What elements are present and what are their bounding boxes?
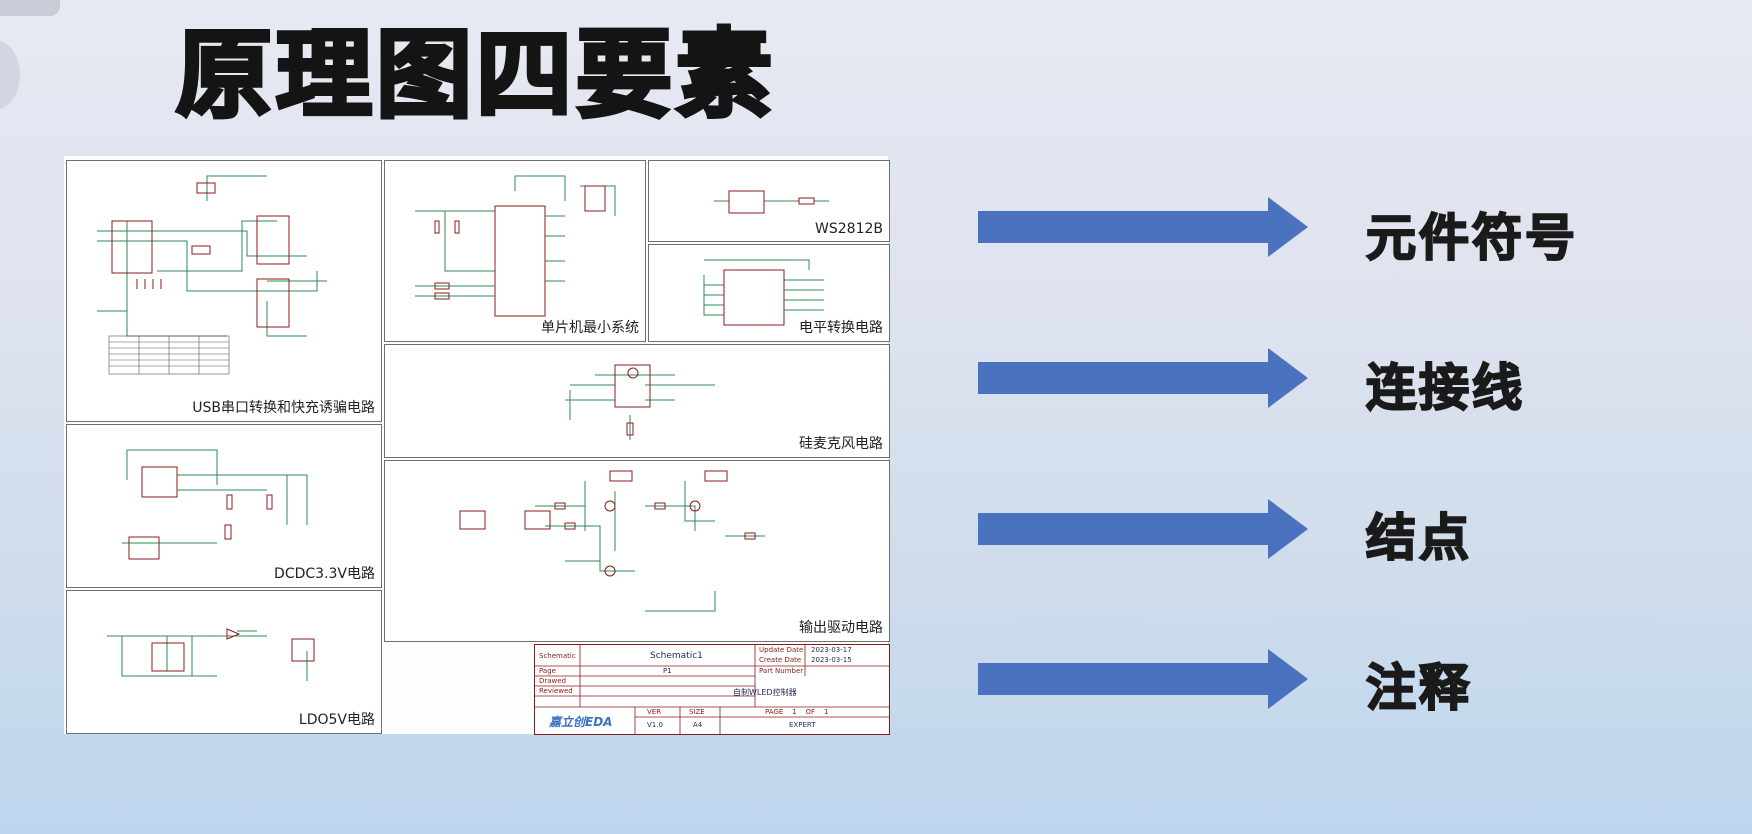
- panel-label-driver: 输出驱动电路: [799, 620, 883, 636]
- panel-usb: USB串口转换和快充诱骗电路: [66, 160, 382, 422]
- tb-ver-val: V1.0: [647, 721, 663, 729]
- tb-schematic-key: Schematic: [539, 652, 576, 660]
- ldo-circuit-drawing: [107, 628, 315, 681]
- panel-driver: 输出驱动电路: [384, 460, 890, 642]
- element-label-wire: 连接线: [1365, 358, 1525, 418]
- tb-drawed-key: Drawed: [539, 677, 567, 685]
- tb-ver-key: VER: [647, 708, 662, 716]
- panel-label-ws2812b: WS2812B: [815, 221, 883, 237]
- tb-create-val: 2023-03-15: [811, 656, 852, 664]
- panel-mcu: 单片机最小系统: [384, 160, 646, 342]
- arrow-icon: [978, 348, 1308, 408]
- schematic-image: USB串口转换和快充诱骗电路 单片机最小系统 WS2812B: [64, 156, 890, 735]
- panel-label-mic: 硅麦克风电路: [799, 436, 883, 452]
- tb-project: 自制WLED控制器: [733, 688, 797, 697]
- arrow-icon: [978, 649, 1308, 709]
- panel-label-mcu: 单片机最小系统: [541, 320, 639, 336]
- tb-create-key: Create Date: [759, 656, 802, 664]
- schematic-title-block: Schematic Schematic1 Page P1 Drawed Revi…: [534, 644, 890, 735]
- arrow-icon: [978, 499, 1308, 559]
- element-label-annotation: 注释: [1365, 658, 1472, 718]
- element-label-symbol: 元件符号: [1365, 208, 1578, 268]
- title-block-grid: [535, 645, 889, 734]
- panel-dcdc: DCDC3.3V电路: [66, 424, 382, 588]
- tb-size-key: SIZE: [689, 708, 705, 716]
- level-circuit-drawing: [703, 259, 824, 326]
- tb-partnum-key: Part Number: [759, 667, 804, 675]
- driver-circuit-drawing: [459, 470, 765, 612]
- mic-circuit-drawing: [565, 364, 715, 440]
- tb-size-val: A4: [693, 721, 703, 729]
- panel-ws2812b: WS2812B: [648, 160, 890, 242]
- tb-update-key: Update Date: [759, 646, 804, 654]
- panel-label-dcdc: DCDC3.3V电路: [274, 566, 375, 582]
- tb-update-val: 2023-03-17: [811, 646, 852, 654]
- tb-schematic-val: Schematic1: [650, 651, 703, 661]
- tb-page-of: PAGE 1 OF 1: [765, 708, 829, 716]
- usb-circuit-drawing: [97, 175, 327, 375]
- element-label-junction: 结点: [1365, 508, 1472, 568]
- dcdc-circuit-drawing: [122, 449, 308, 560]
- window-tab-corner: [0, 0, 60, 16]
- tb-brand-logo: 嘉立创EDA: [549, 715, 613, 729]
- panel-level: 电平转换电路: [648, 244, 890, 342]
- panel-label-usb: USB串口转换和快充诱骗电路: [192, 400, 375, 416]
- tb-page-key: Page: [539, 667, 556, 675]
- decorative-shape: [0, 40, 20, 110]
- panel-ldo: LDO5V电路: [66, 590, 382, 734]
- tb-page-val: P1: [663, 667, 672, 675]
- panel-mic: 硅麦克风电路: [384, 344, 890, 458]
- panel-label-level: 电平转换电路: [799, 320, 883, 336]
- mcu-circuit-drawing: [415, 175, 616, 317]
- panel-label-ldo: LDO5V电路: [298, 712, 375, 728]
- tb-reviewed-key: Reviewed: [539, 687, 573, 695]
- slide-title: 原理图四要素: [174, 17, 776, 133]
- ws2812b-circuit-drawing: [714, 190, 829, 214]
- arrow-icon: [978, 197, 1308, 257]
- tb-expert: EXPERT: [789, 721, 816, 729]
